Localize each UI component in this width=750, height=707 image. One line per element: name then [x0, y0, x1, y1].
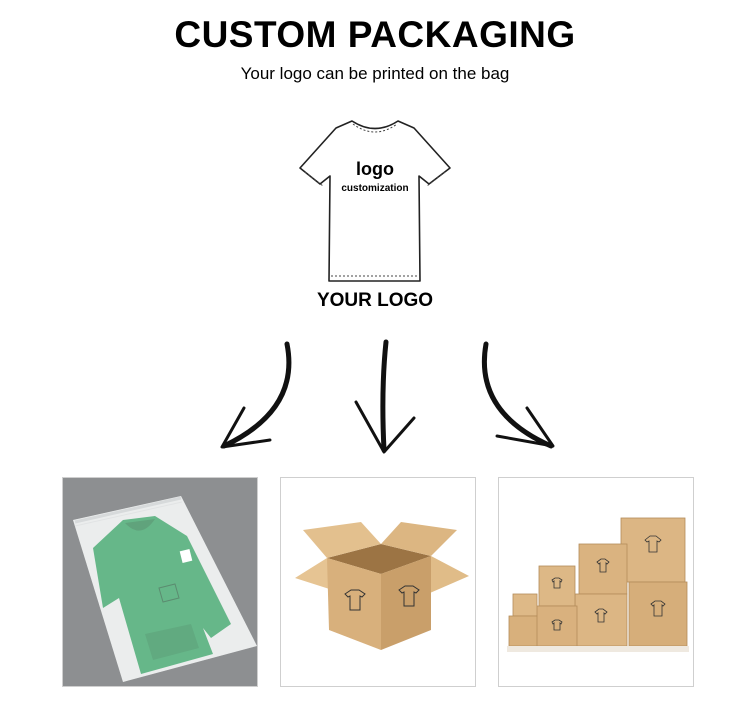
- your-logo-caption: YOUR LOGO: [316, 290, 434, 311]
- arrows-group: [220, 339, 555, 454]
- cardboard-box-icon: [295, 522, 469, 650]
- tshirt-icon: [299, 120, 451, 282]
- arrow-right-icon: [481, 341, 555, 449]
- page-subtitle: Your logo can be printed on the bag: [240, 64, 510, 83]
- panel-stacked-boxes: [498, 477, 694, 687]
- tshirt-illustration: logo customization: [296, 116, 454, 286]
- shirt-customization-text: customization: [341, 183, 409, 194]
- panel-cardboard-box: [280, 477, 476, 687]
- printed-shirt-icon: [551, 535, 666, 631]
- stacked-boxes-icon: [507, 517, 689, 652]
- zipper-bag-icon: [73, 496, 257, 682]
- hoodie-icon: [93, 516, 231, 674]
- arrow-left-icon: [220, 341, 292, 449]
- page-title: CUSTOM PACKAGING: [174, 14, 576, 55]
- printed-shirt-icon: [344, 585, 420, 611]
- panel-frosted-bag: [62, 477, 258, 687]
- shirt-logo-text: logo: [356, 159, 394, 179]
- arrow-down-icon: [354, 339, 416, 454]
